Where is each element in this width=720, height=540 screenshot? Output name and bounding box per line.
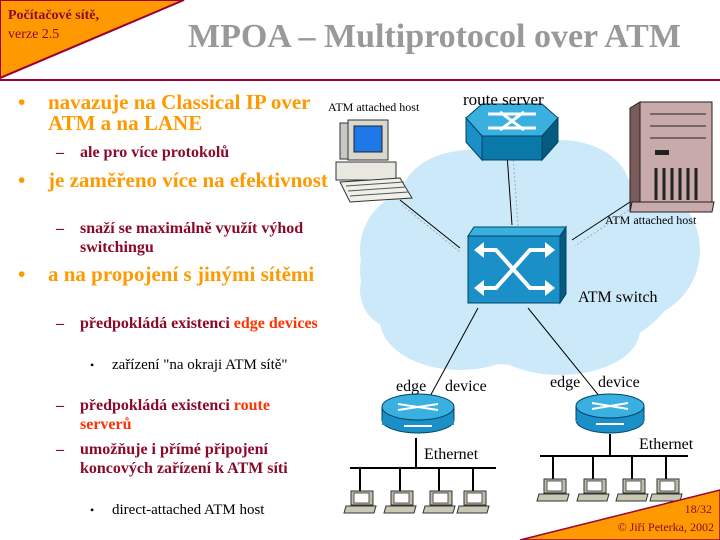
tower-server-icon [629, 101, 715, 213]
dash-icon: – [56, 441, 64, 458]
sub-bullet-text: předpokládá existenci edge devices [80, 314, 320, 333]
lan-host-computer-icon [456, 490, 490, 514]
sub-bullet-text-main: předpokládá existenci [80, 397, 234, 414]
atm-switch-icon [467, 225, 567, 305]
sub-sub-bullet-text: direct-attached ATM host [112, 502, 265, 518]
dash-icon: – [56, 220, 64, 237]
bullet-icon: • [90, 358, 95, 372]
lan-host-computer-icon [615, 478, 649, 502]
label-atm-host-right: ATM attached host [605, 213, 697, 227]
bullet-text: je zaměřeno více na efektivnost [48, 168, 328, 192]
lan-host-computer-icon [576, 478, 610, 502]
label-edge-right: edge [550, 374, 581, 391]
course-label: Počítačové sítě, verze 2.5 [8, 6, 99, 44]
bullet-text: a na propojení s jinými sítěmi [48, 262, 315, 286]
course-version: verze 2.5 [8, 27, 60, 42]
bullet-text: navazuje na Classical IP over ATM a na L… [48, 90, 311, 135]
sub-bullet-text: ale pro více protokolů [80, 144, 230, 161]
route-server-icon [465, 103, 559, 162]
ethernet-bus-left [350, 438, 496, 492]
label-atm-switch: ATM switch [578, 289, 658, 306]
label-ethernet-left: Ethernet [424, 446, 479, 463]
sub-bullet-text: umožňuje i přímé připojení koncových zař… [80, 441, 288, 477]
lan-host-computer-icon [649, 478, 683, 502]
course-corner-banner [0, 0, 185, 80]
lan-host-computer-icon [422, 490, 456, 514]
highlight-term: edge devices [233, 315, 318, 332]
lan-host-computer-icon [536, 478, 570, 502]
dash-icon: – [56, 397, 64, 414]
sub-sub-bullet-text: zařízení "na okraji ATM sítě" [112, 357, 288, 373]
ethernet-bus-right [540, 434, 688, 480]
edge-router-right-icon [575, 393, 645, 434]
highlight-term: route serverů [80, 397, 270, 433]
page-number: 18/32 [684, 502, 712, 516]
edge-router-left-icon [381, 393, 455, 434]
label-ethernet-right: Ethernet [639, 436, 694, 453]
links [399, 139, 633, 401]
atm-cloud [360, 140, 700, 375]
lan-hosts [343, 478, 683, 514]
dash-icon: – [56, 315, 64, 332]
page-title: MPOA – Multiprotocol over ATM [188, 18, 681, 55]
label-atm-host-left: ATM attached host [328, 100, 420, 114]
bullet-icon: • [18, 90, 26, 114]
bullet-icon: • [90, 503, 95, 517]
bullet-icon: • [18, 262, 26, 286]
bullet-icon: • [18, 168, 26, 192]
lan-host-computer-icon [383, 490, 417, 514]
header-rule [0, 79, 720, 81]
label-route-server: route server [463, 90, 544, 109]
sub-bullet-text-main: předpokládá existenci [80, 315, 234, 332]
label-device-right: device [598, 374, 640, 391]
label-edge-left: edge [396, 378, 427, 395]
lan-host-computer-icon [343, 490, 377, 514]
desktop-computer-icon [335, 119, 413, 203]
copyright: © Jiří Peterka, 2002 [617, 520, 714, 534]
sub-bullet-text: snaží se maximálně využít výhod switchin… [80, 220, 304, 256]
footer-corner-banner [519, 489, 720, 540]
course-name: Počítačové sítě, [8, 8, 99, 23]
dash-icon: – [56, 144, 64, 161]
sub-bullet-text: předpokládá existenci route serverů [80, 396, 320, 434]
label-device-left: device [445, 378, 487, 395]
